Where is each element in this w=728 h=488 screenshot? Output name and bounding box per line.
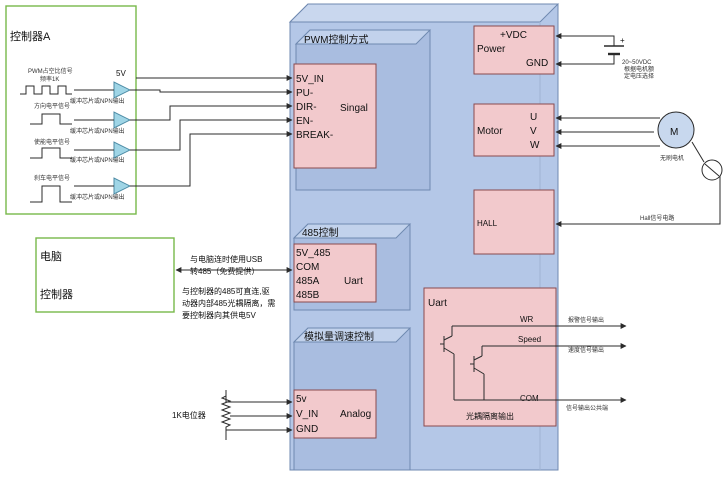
buffer-note-3: 缓冲芯片或NPN输出 xyxy=(70,156,125,164)
usb-note-line-1: 与电脑连时使用USB xyxy=(190,254,262,264)
analog-block-title: 模拟量调速控制 xyxy=(304,330,374,343)
pwm-signal-label: PWM占空比信号 xyxy=(28,67,73,75)
uart-output-title: Uart xyxy=(428,298,447,309)
brake-signal-label: 刹车电平信号 xyxy=(34,174,70,182)
pwm-side-label: Singal xyxy=(340,103,368,114)
speed-output-label: 速度信号输出 xyxy=(568,346,604,354)
pwm-interface-box xyxy=(293,63,377,169)
pin-en: EN- xyxy=(296,116,313,127)
buffer-note-2: 缓冲芯片或NPN输出 xyxy=(70,127,125,135)
buffer-note-1: 缓冲芯片或NPN输出 xyxy=(70,97,125,105)
pin-dir: DIR- xyxy=(296,102,317,113)
pwm-block-title: PWM控制方式 xyxy=(304,33,368,46)
enable-waveform-icon xyxy=(30,147,72,159)
vdc-label: +VDC xyxy=(500,30,527,41)
analog-subpanel: 模拟量调速控制 5v V_IN GND Analog xyxy=(292,327,412,471)
analog-side-label: Analog xyxy=(340,409,371,420)
pin-com: COM xyxy=(296,262,319,273)
analog-interface-box xyxy=(293,389,377,439)
power-label: Power xyxy=(477,44,506,55)
hall-sensor-icon xyxy=(691,141,723,181)
motor-block: Motor U V W xyxy=(473,103,555,157)
optocoupler-footer: 光耦隔离输出 xyxy=(466,411,514,421)
battery-note-2: 根据电机额 xyxy=(624,65,654,73)
common-output-label: 信号输出公共端 xyxy=(566,404,608,412)
ctrl-note-line-3: 要控制器向其供电5V xyxy=(182,310,256,320)
pwm-frequency-label: 频率1K xyxy=(40,75,59,83)
pc-controller-box: 电脑 控制器 xyxy=(35,237,175,313)
pin-485a: 485A xyxy=(296,276,320,287)
wiring xyxy=(130,33,721,440)
pin-pu: PU- xyxy=(296,88,313,99)
buffer-note-4: 缓冲芯片或NPN输出 xyxy=(70,193,125,201)
pin-5v-in: 5V_IN xyxy=(296,74,324,85)
pin-break: BREAK- xyxy=(296,130,333,141)
motor-label: Motor xyxy=(477,126,503,137)
alarm-output-label: 报警信号输出 xyxy=(568,316,604,324)
pwm-waveform-icon xyxy=(20,85,72,95)
motor-icon: M xyxy=(657,111,695,149)
controller-label: 控制器 xyxy=(40,287,73,301)
gnd-label: GND xyxy=(526,58,548,69)
ctrl-note-line-2: 动器内部485光耦隔离，需 xyxy=(182,298,275,308)
controller-a-box: 控制器A PWM占空比信号 频率1K 5V 方向电平信号 使能电平信号 刹车电平… xyxy=(5,5,137,215)
transistor-wr-icon xyxy=(440,325,542,401)
brake-waveform-icon xyxy=(30,185,72,203)
transistor-speed-icon xyxy=(470,345,542,400)
pc-label: 电脑 xyxy=(40,250,62,263)
dir-signal-label: 方向电平信号 xyxy=(34,102,70,110)
enable-signal-label: 使能电平信号 xyxy=(34,138,70,146)
potentiometer-icon xyxy=(220,390,236,440)
output-wr: WR xyxy=(520,315,534,324)
phase-w: W xyxy=(530,140,540,151)
hall-block: HALL xyxy=(473,189,555,255)
pin-gnd: GND xyxy=(296,424,318,435)
potentiometer-label: 1K电位器 xyxy=(172,410,206,420)
pwm-subpanel: PWM控制方式 5V_IN PU- DIR- EN- BREAK- Singal xyxy=(293,29,432,191)
power-block: +VDC Power GND xyxy=(473,25,555,75)
battery-note-1: 20~50VDC xyxy=(622,60,652,66)
motor-symbol: M xyxy=(670,127,678,138)
controller-a-title: 控制器A xyxy=(10,29,51,43)
battery-note-3: 定电压选择 xyxy=(624,72,654,80)
supply-5v-label: 5V xyxy=(116,69,126,78)
pin-485b: 485B xyxy=(296,290,320,301)
dir-waveform-icon xyxy=(30,113,72,125)
uart-output-block: Uart WR Speed COM 光耦隔离输出 xyxy=(423,287,557,427)
battery-plus-label: + xyxy=(620,36,625,45)
pin-v-in: V_IN xyxy=(296,409,318,420)
rs485-subpanel: 485控制 5V_485 COM 485A 485B Uart xyxy=(292,223,412,311)
rs485-block-title: 485控制 xyxy=(302,226,339,239)
ctrl-note-line-1: 与控制器的485可直连,驱 xyxy=(182,286,270,296)
rs485-side-label: Uart xyxy=(344,276,363,287)
usb-note-line-2: 转485（免费提供） xyxy=(190,266,259,276)
hall-signal-label: Hall信号电路 xyxy=(640,214,674,222)
hall-label: HALL xyxy=(477,219,498,228)
pin-5v-485: 5V_485 xyxy=(296,248,331,259)
output-speed: Speed xyxy=(518,335,541,344)
phase-v: V xyxy=(530,126,537,137)
pin-5v: 5v xyxy=(296,394,307,405)
output-com: COM xyxy=(520,394,539,403)
phase-u: U xyxy=(530,112,537,123)
battery-icon xyxy=(604,45,624,56)
rs485-interface-box xyxy=(293,243,377,303)
motor-caption: 无刷电机 xyxy=(660,154,684,162)
